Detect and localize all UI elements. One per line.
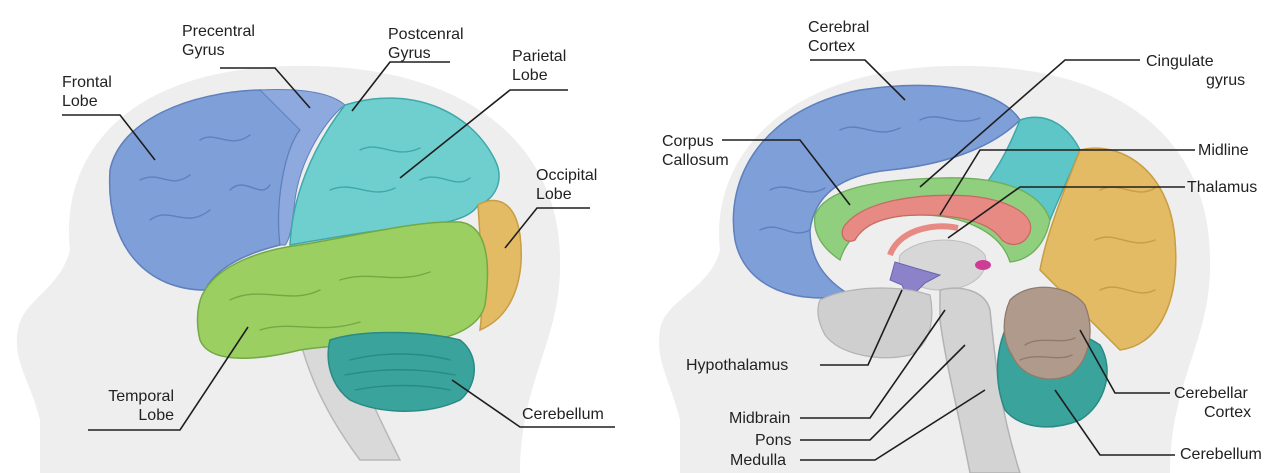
label-line: Cerebral [808,18,869,37]
label-line: Cerebellum [522,405,604,424]
label-cerebellar-cortex: Cerebellar Cortex [1174,384,1251,422]
label-line: Cerebellar [1174,384,1251,403]
label-line: Callosum [662,151,729,170]
label-line: Cerebellum [1180,445,1262,464]
label-hypothalamus: Hypothalamus [686,356,788,375]
label-line: Midline [1198,141,1249,160]
label-frontal-lobe: Frontal Lobe [62,73,112,111]
label-line: Midbrain [729,409,790,428]
label-line: Hypothalamus [686,356,788,375]
label-corpus-callosum: Corpus Callosum [662,132,729,170]
pineal-gland [975,260,991,270]
label-line: Corpus [662,132,729,151]
label-medulla: Medulla [730,451,786,470]
label-temporal-lobe: Temporal Lobe [86,387,174,425]
label-line: Frontal [62,73,112,92]
label-line: Occipital [536,166,597,185]
label-line: Cingulate [1146,52,1245,71]
label-line: Pons [755,431,791,450]
label-line: Precentral [182,22,255,41]
label-midline: Midline [1198,141,1249,160]
label-line: Lobe [536,185,597,204]
label-line: Lobe [86,406,174,425]
label-line: Cortex [808,37,869,56]
label-line: Parietal [512,47,566,66]
label-precentral-gyrus: Precentral Gyrus [182,22,255,60]
label-line: Lobe [512,66,566,85]
label-occipital-lobe: Occipital Lobe [536,166,597,204]
label-line: Medulla [730,451,786,470]
label-line: Thalamus [1187,178,1257,197]
label-line: Gyrus [388,44,464,63]
label-midbrain: Midbrain [729,409,790,428]
label-line: Postcenral [388,25,464,44]
label-thalamus: Thalamus [1187,178,1257,197]
label-line: Temporal [86,387,174,406]
label-cingulate-gyrus: Cingulate gyrus [1146,52,1245,90]
label-cerebellum-left: Cerebellum [522,405,604,424]
label-cerebellum-right: Cerebellum [1180,445,1262,464]
label-line: Cortex [1174,403,1251,422]
cerebellum [328,333,474,412]
label-postcentral-gyrus: Postcenral Gyrus [388,25,464,63]
label-line: Lobe [62,92,112,111]
label-line: Gyrus [182,41,255,60]
label-pons: Pons [755,431,791,450]
label-parietal-lobe: Parietal Lobe [512,47,566,85]
label-line: gyrus [1146,71,1245,90]
label-cerebral-cortex: Cerebral Cortex [808,18,869,56]
